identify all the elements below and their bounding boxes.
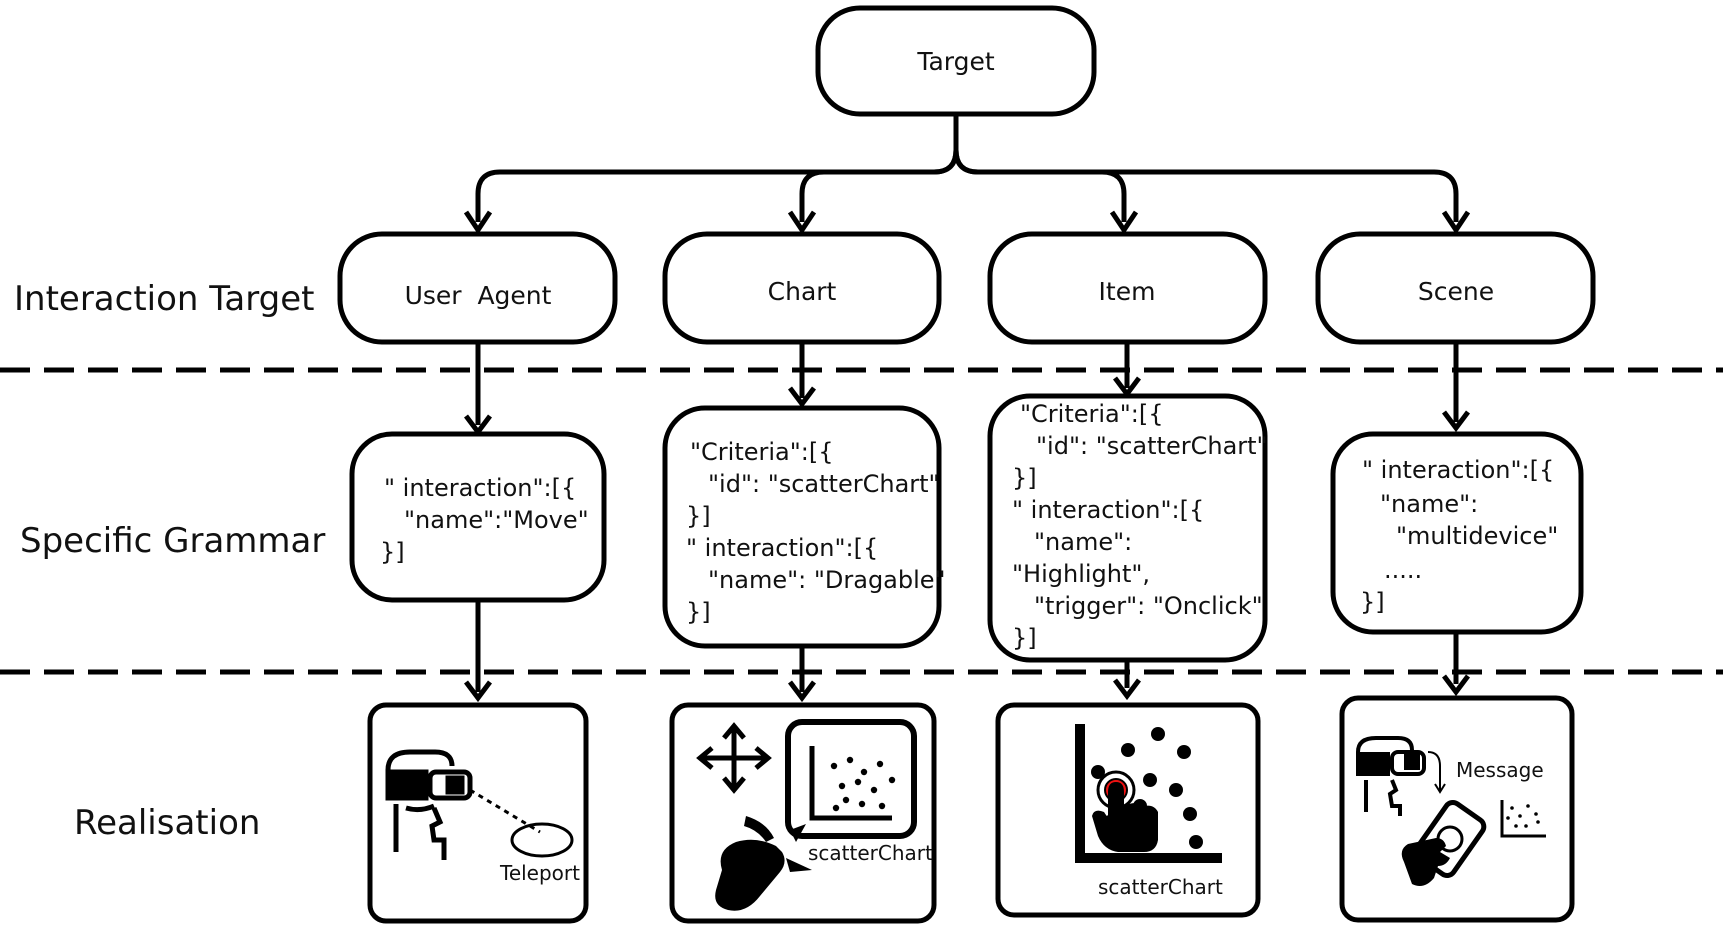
- grammar-line: "id": "scatterChart": [1036, 432, 1268, 460]
- scatter-dot: [888, 776, 896, 784]
- hand-grab-icon: [715, 816, 812, 911]
- grammar-line: "id": "scatterChart": [708, 470, 940, 498]
- realisation-caption-chart: scatterChart: [808, 841, 933, 865]
- scatter-dot: [870, 786, 878, 794]
- scatter-dot: [1514, 824, 1518, 828]
- grammar-line: "name":: [1380, 490, 1478, 518]
- grammar-line: }]: [686, 502, 711, 530]
- realisation-user-agent: Teleport: [367, 702, 589, 924]
- scatter-dot: [1091, 765, 1105, 779]
- tree-edges: [463, 114, 1471, 235]
- move-arrows-icon: [696, 722, 772, 794]
- grammar-line: "Highlight",: [1012, 560, 1150, 588]
- target-node-scene: Scene: [1315, 231, 1596, 345]
- teleport-target-icon: [510, 822, 574, 858]
- grammar-line: }]: [1012, 624, 1037, 652]
- teleport-path: [469, 788, 541, 834]
- root-label: Target: [916, 47, 995, 76]
- scatter-dot: [830, 762, 838, 770]
- realisation-scene: Message: [1339, 695, 1575, 923]
- scatter-dot: [1524, 824, 1528, 828]
- scatter-dot: [832, 804, 840, 812]
- grammar-line: "Criteria":[{: [690, 438, 834, 466]
- scatter-dot: [1183, 807, 1197, 821]
- scatter-dot: [860, 768, 868, 776]
- grammar-line: "name": "Dragable": [708, 566, 946, 594]
- edges-grammar-to-realisation: [464, 600, 1470, 703]
- grammar-scene: " interaction":[{ "name": "multidevice" …: [1330, 431, 1584, 635]
- item-axes: [1075, 724, 1222, 863]
- target-node-item: Item: [987, 231, 1268, 345]
- vr-headset-icon: [1356, 736, 1426, 816]
- scatter-dot: [1121, 743, 1135, 757]
- grammar-line: "Criteria":[{: [1020, 400, 1164, 428]
- target-label-item: Item: [1099, 277, 1156, 306]
- scatter-dot: [1189, 835, 1203, 849]
- scatter-dot: [878, 802, 886, 810]
- tap-hand-icon: [1401, 838, 1450, 886]
- target-label-chart: Chart: [768, 277, 837, 306]
- scatter-dot: [1143, 773, 1157, 787]
- scatter-dot: [854, 778, 862, 786]
- grammar-line: " interaction":[{: [384, 474, 576, 502]
- scatter-dot: [842, 796, 850, 804]
- realisation-item: scatterChart: [995, 702, 1261, 918]
- row-label-specific-grammar: Specific Grammar: [20, 521, 325, 561]
- realisation-caption-scene: Message: [1456, 758, 1544, 782]
- grammar-line: }]: [686, 598, 711, 626]
- realisation-chart: scatterChart: [669, 702, 937, 924]
- scatter-plot-icon: [809, 746, 896, 821]
- grammar-item: "Criteria":[{ "id": "scatterChart" }] " …: [987, 393, 1268, 663]
- grammar-line: " interaction":[{: [1362, 456, 1554, 484]
- grammar-line: "trigger": "Onclick": [1034, 592, 1263, 620]
- target-label-scene: Scene: [1418, 277, 1494, 306]
- scatter-dot: [1169, 783, 1183, 797]
- scatter-dot: [876, 760, 884, 768]
- grammar-line: "name":"Move": [404, 506, 589, 534]
- scatter-dot: [1536, 820, 1540, 824]
- scatter-dot: [1506, 816, 1510, 820]
- realisation-caption-item: scatterChart: [1098, 875, 1223, 899]
- scatter-dot: [1518, 814, 1522, 818]
- scatter-dot: [1534, 812, 1538, 816]
- scatter-dot: [1177, 745, 1191, 759]
- row-label-realisation: Realisation: [74, 803, 260, 843]
- grammar-line: }]: [1012, 464, 1037, 492]
- grammar-line: .....: [1384, 556, 1422, 584]
- grammar-line: "name":: [1034, 528, 1132, 556]
- scatter-dot: [1510, 806, 1514, 810]
- target-node-user-agent: User Agent: [337, 231, 618, 345]
- scatter-dot: [858, 800, 866, 808]
- target-label-user-agent: User Agent: [405, 281, 552, 310]
- edges-target-to-grammar: [464, 342, 1470, 437]
- message-arrow: [1427, 751, 1441, 790]
- grammar-line: " interaction":[{: [686, 534, 878, 562]
- realisation-caption-user-agent: Teleport: [499, 861, 580, 885]
- scatter-dot: [846, 756, 854, 764]
- row-label-interaction-target: Interaction Target: [14, 279, 314, 319]
- scatter-plot-icon: [1500, 800, 1546, 838]
- grammar-line: " interaction":[{: [1012, 496, 1204, 524]
- vr-headset-icon: [385, 749, 473, 860]
- chart-frame: [785, 719, 917, 839]
- grammar-user-agent: " interaction":[{ "name":"Move" }]: [349, 431, 607, 603]
- grammar-line: "multidevice": [1396, 522, 1558, 550]
- grammar-line: }]: [1360, 588, 1385, 616]
- tap-hand-icon: [1092, 770, 1158, 852]
- grammar-line: }]: [380, 538, 405, 566]
- grammar-chart: "Criteria":[{ "id": "scatterChart" }] " …: [662, 405, 946, 649]
- scatter-dot: [1151, 727, 1165, 741]
- target-node-chart: Chart: [662, 231, 942, 345]
- scatter-dot: [1526, 804, 1530, 808]
- scatter-dot: [838, 782, 846, 790]
